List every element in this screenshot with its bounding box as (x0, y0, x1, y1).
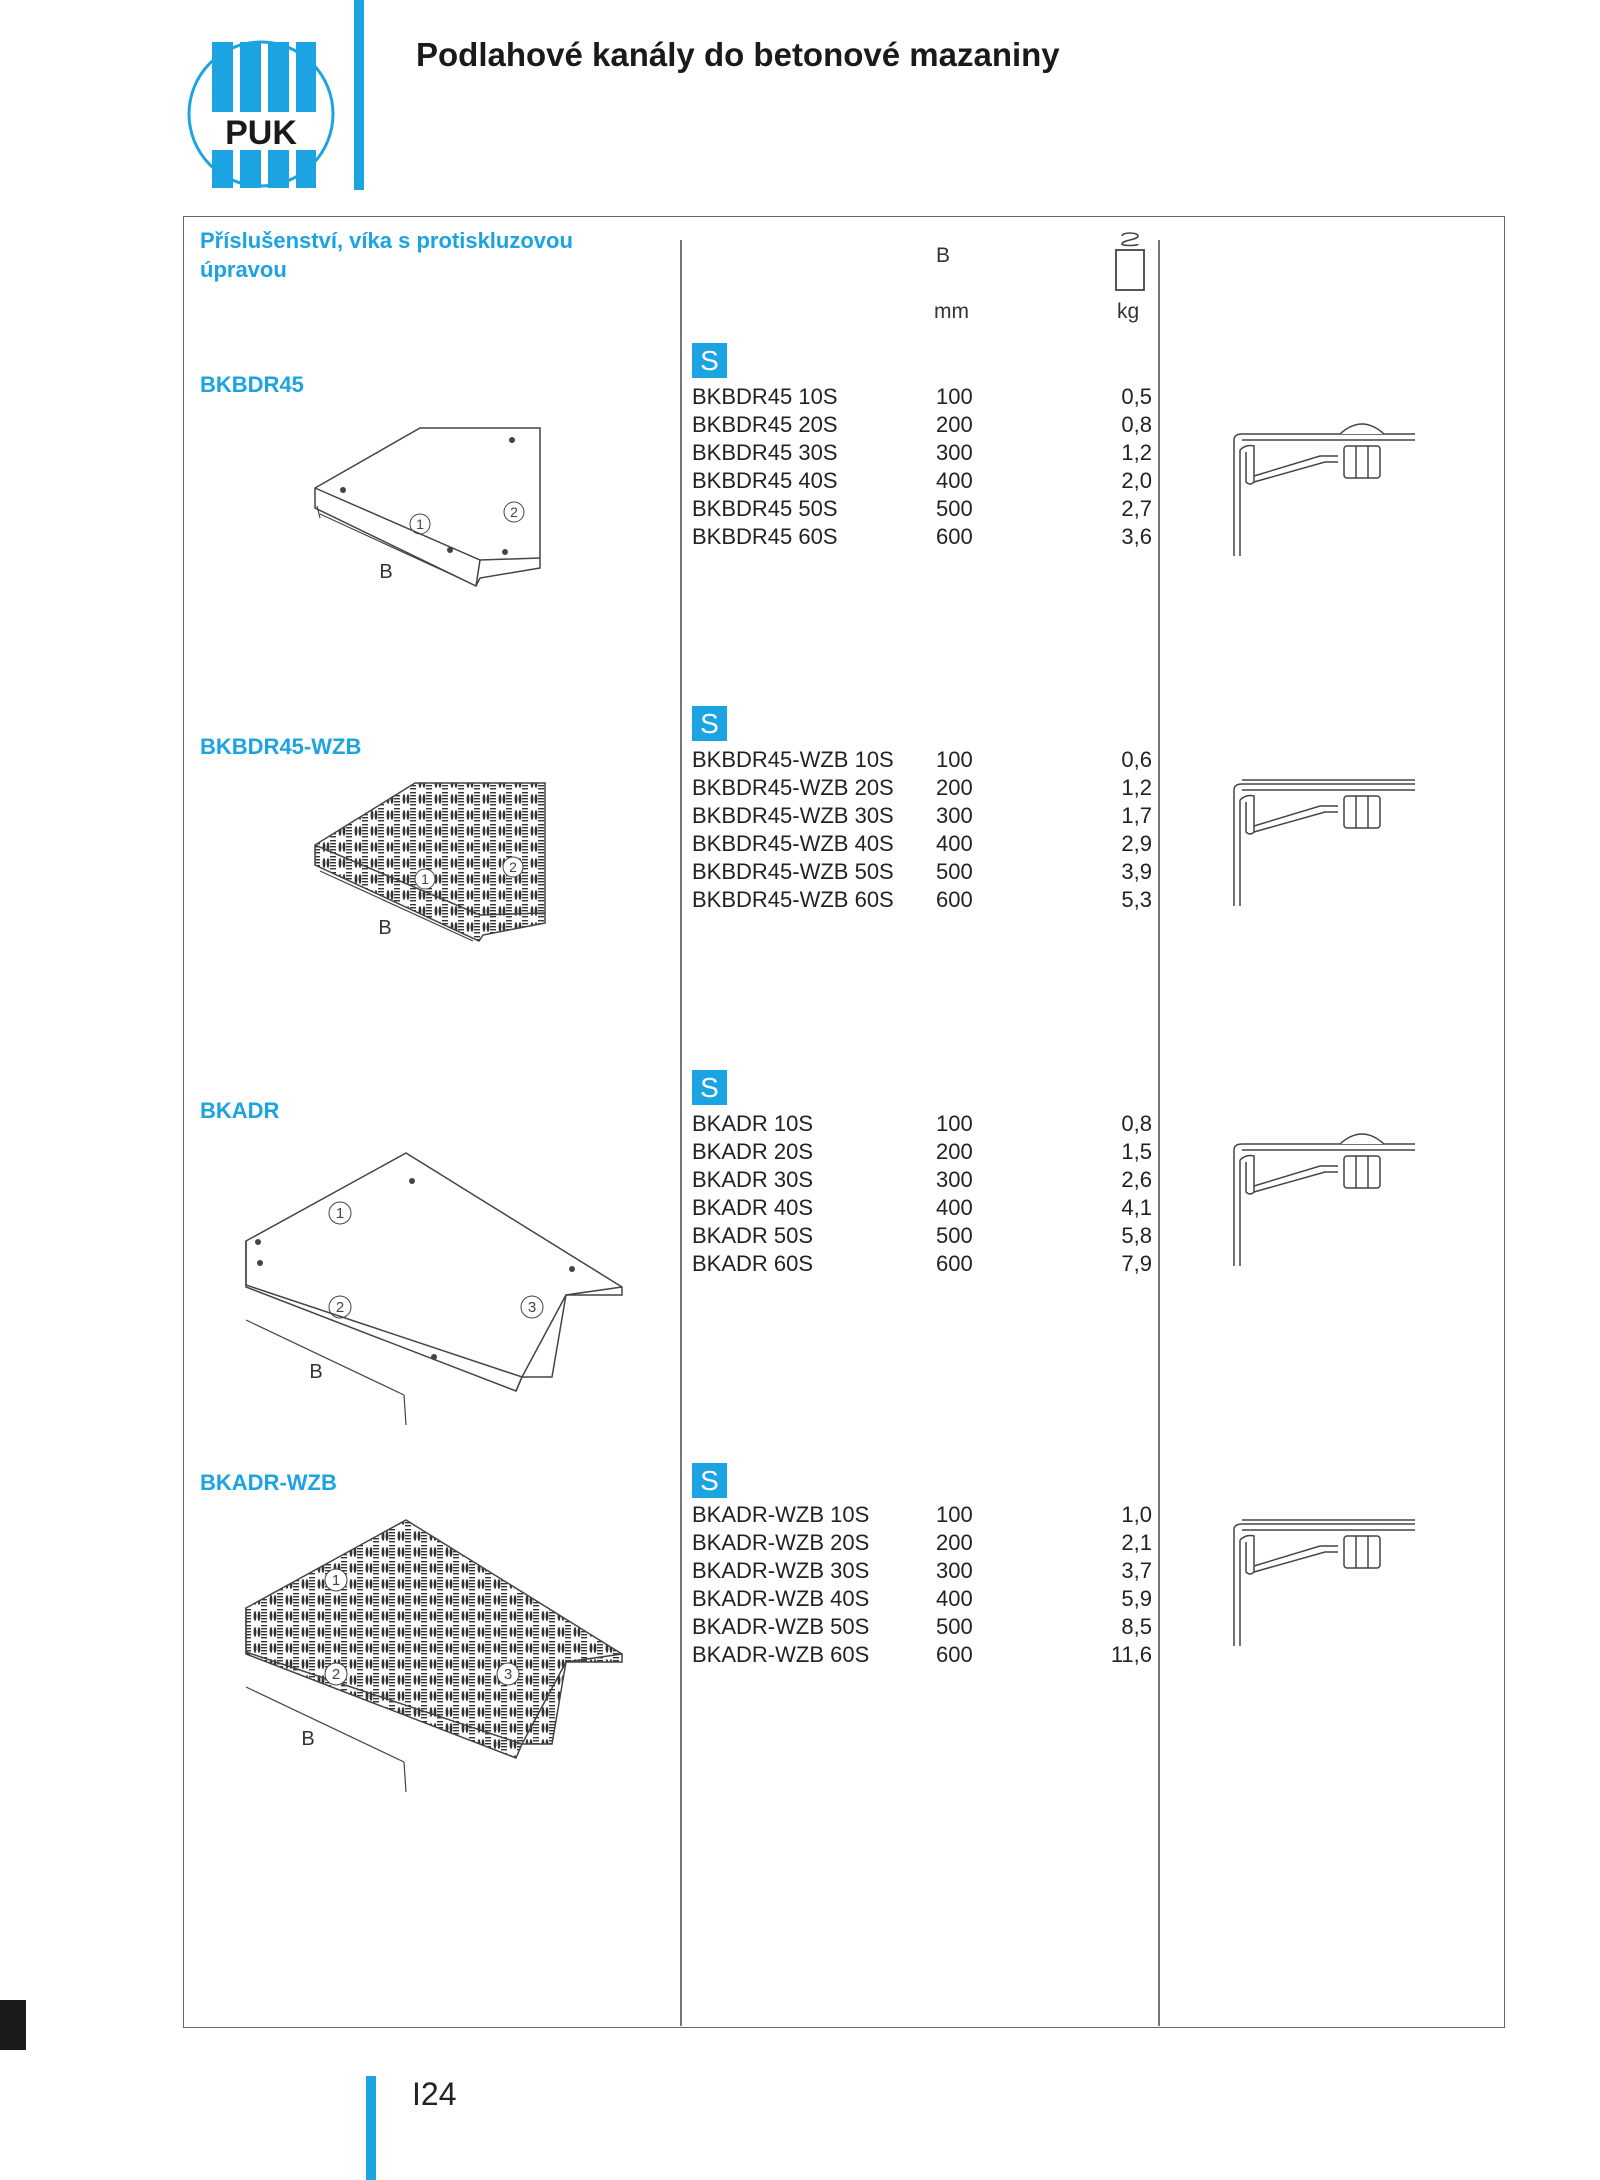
logo: PUK (186, 38, 336, 190)
callout-label: 3 (528, 1299, 536, 1316)
section-title: Příslušenství, víka s protiskluzovou úpr… (200, 228, 573, 282)
product-name: BKADR (200, 1098, 280, 1123)
b-unit-label: mm (934, 300, 969, 323)
dimension-label: B (379, 561, 392, 583)
callout-label: 1 (421, 871, 429, 887)
dimension-label: B (309, 1361, 322, 1383)
callout-label: 2 (332, 1666, 340, 1683)
footer-divider (366, 2076, 376, 2180)
callout-label: 1 (416, 516, 424, 532)
s-badge: S (692, 706, 727, 741)
cross-section-drawing (1210, 412, 1430, 567)
cross-section-drawing (1210, 1502, 1430, 1657)
s-badge: S (692, 343, 727, 378)
product-name: BKADR-WZB (200, 1470, 337, 1495)
callout-label: 2 (509, 859, 517, 875)
dimension-label: B (378, 917, 391, 939)
weight-unit-label: kg (1117, 300, 1140, 323)
page-title: Podlahové kanály do betonové mazaniny (416, 36, 1060, 73)
s-badge: S (692, 1070, 727, 1105)
column-divider-2 (1158, 240, 1160, 2026)
callout-label: 1 (332, 1572, 340, 1589)
cover-drawing: 1 2 3 B (236, 1512, 636, 1807)
product-name: BKBDR45 (200, 372, 304, 397)
cross-section-drawing (1210, 762, 1430, 917)
logo-text: PUK (225, 114, 297, 152)
callout-label: 2 (336, 1299, 344, 1316)
s-badge: S (692, 1463, 727, 1498)
cover-drawing: 1 2 B (300, 418, 560, 633)
callout-label: 3 (504, 1666, 512, 1683)
b-column-label: B (936, 244, 951, 267)
content-frame (183, 216, 1505, 2028)
header-divider (354, 0, 364, 190)
cross-section-drawing (1210, 1122, 1430, 1277)
weight-icon (1113, 232, 1147, 299)
callout-label: 1 (336, 1205, 344, 1222)
callout-label: 2 (510, 504, 518, 520)
chapter-tab (0, 2000, 26, 2050)
product-name: BKBDR45-WZB (200, 734, 362, 759)
dimension-label: B (301, 1728, 314, 1750)
column-divider-1 (680, 240, 682, 2026)
cover-drawing: 1 2 3 B (236, 1145, 636, 1440)
cover-drawing: 1 2 B (305, 775, 565, 990)
page-number: I24 (412, 2076, 457, 2112)
